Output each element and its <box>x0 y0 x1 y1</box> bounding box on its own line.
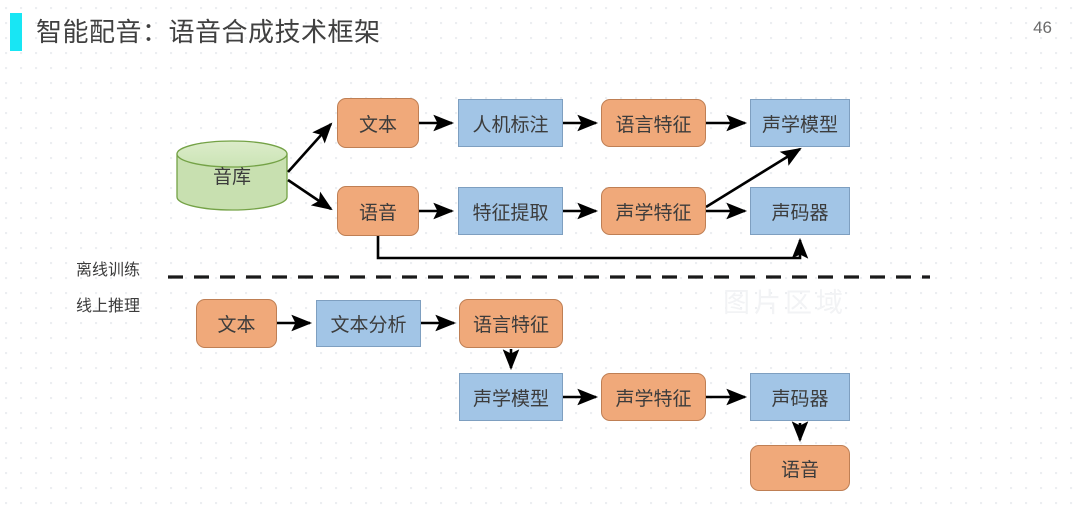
phase-label-offline: 离线训练 <box>76 262 141 279</box>
watermark-text: 图片区域 <box>723 288 847 318</box>
node-feature-extraction[interactable]: 特征提取 <box>458 187 563 235</box>
node-train-text[interactable]: 文本 <box>337 98 419 148</box>
node-human-annotation[interactable]: 人机标注 <box>458 99 563 147</box>
node-train-acoustic-features[interactable]: 声学特征 <box>601 187 706 235</box>
node-infer-text[interactable]: 文本 <box>196 299 277 348</box>
phase-label-online: 线上推理 <box>76 298 141 315</box>
node-train-speech[interactable]: 语音 <box>337 186 419 236</box>
node-train-vocoder[interactable]: 声码器 <box>750 187 850 235</box>
node-train-linguistic-features[interactable]: 语言特征 <box>601 99 706 147</box>
page-title: 智能配音：语音合成技术框架 <box>36 17 381 47</box>
node-infer-linguistic-features[interactable]: 语言特征 <box>459 299 563 348</box>
node-infer-vocoder[interactable]: 声码器 <box>750 373 850 421</box>
corpus-cylinder-shape <box>176 140 288 211</box>
node-text-analysis[interactable]: 文本分析 <box>316 300 421 347</box>
node-infer-acoustic-features[interactable]: 声学特征 <box>601 373 706 421</box>
node-infer-acoustic-model[interactable]: 声学模型 <box>459 373 563 421</box>
node-infer-speech[interactable]: 语音 <box>750 445 850 491</box>
page-number: 46 <box>1033 18 1052 37</box>
node-corpus[interactable]: 音库 <box>212 166 251 188</box>
node-train-acoustic-model[interactable]: 声学模型 <box>750 99 850 147</box>
title-accent-bar <box>10 13 22 51</box>
